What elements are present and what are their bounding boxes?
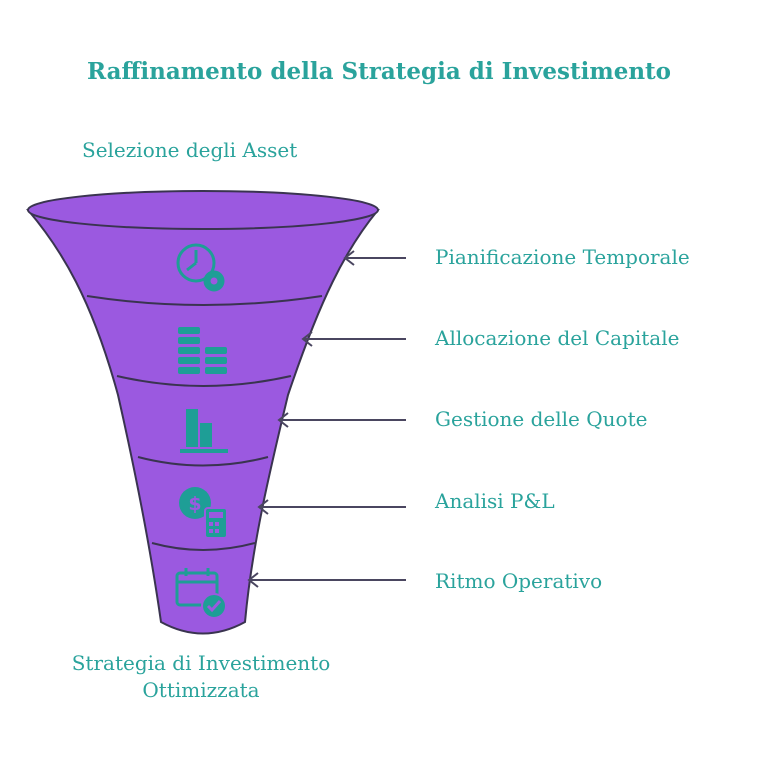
arrow-analisi — [257, 499, 406, 515]
funnel-output-label: Strategia di Investimento Ottimizzata — [71, 651, 331, 702]
arrow-ritmo — [247, 572, 406, 588]
funnel-divider — [116, 375, 292, 387]
funnel-divider — [137, 456, 269, 467]
stage-label-ritmo: Ritmo Operativo — [435, 569, 603, 593]
arrow-gestione — [277, 412, 406, 428]
calendar-check-icon — [175, 568, 227, 619]
clock-gear-icon — [176, 243, 225, 292]
diagram-title: Raffinamento della Strategia di Investim… — [86, 58, 672, 85]
svg-text:$: $ — [188, 493, 201, 515]
stage-label-analisi: Analisi P&L — [435, 489, 555, 513]
dollar-calculator-icon: $ — [179, 487, 228, 539]
coin-stacks-icon — [178, 327, 227, 374]
funnel-body — [26, 199, 380, 635]
funnel-rim — [27, 190, 379, 230]
stage-label-allocazione: Allocazione del Capitale — [435, 326, 680, 350]
bar-chart-icon — [180, 409, 228, 453]
stage-label-gestione: Gestione delle Quote — [435, 407, 648, 431]
funnel-divider — [86, 295, 323, 306]
funnel-divider — [151, 542, 256, 551]
funnel-input-label: Selezione degli Asset — [82, 138, 298, 162]
stage-label-pianificazione: Pianificazione Temporale — [435, 245, 690, 269]
arrow-allocazione — [301, 331, 406, 347]
arrow-pianificazione — [343, 250, 406, 266]
